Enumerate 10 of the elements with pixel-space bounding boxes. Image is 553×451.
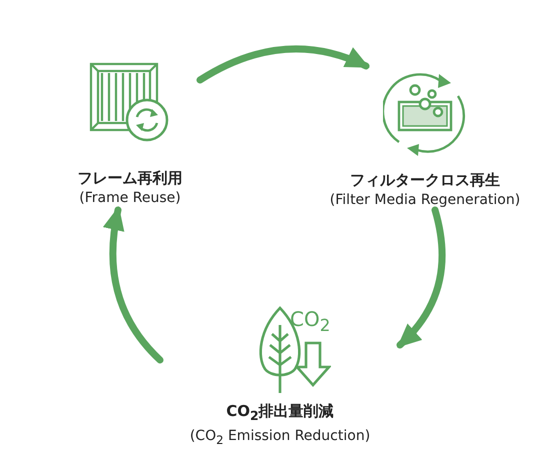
node-title: フィルタークロス再生	[350, 170, 500, 190]
cycle-arrow	[196, 45, 370, 84]
node-subtitle: (Frame Reuse)	[79, 189, 181, 208]
node-subtitle: (CO$_{2}$ Emission Reduction)	[190, 427, 370, 449]
node-title: CO$_{2}$排出量削減	[226, 401, 334, 426]
co2-label: CO$_{2}$	[290, 307, 330, 337]
node-subtitle: (Filter Media Regeneration)	[330, 191, 520, 210]
cycle-arrow	[103, 206, 164, 364]
cycle-arrow	[396, 206, 446, 348]
node-title: フレーム再利用	[78, 168, 182, 188]
